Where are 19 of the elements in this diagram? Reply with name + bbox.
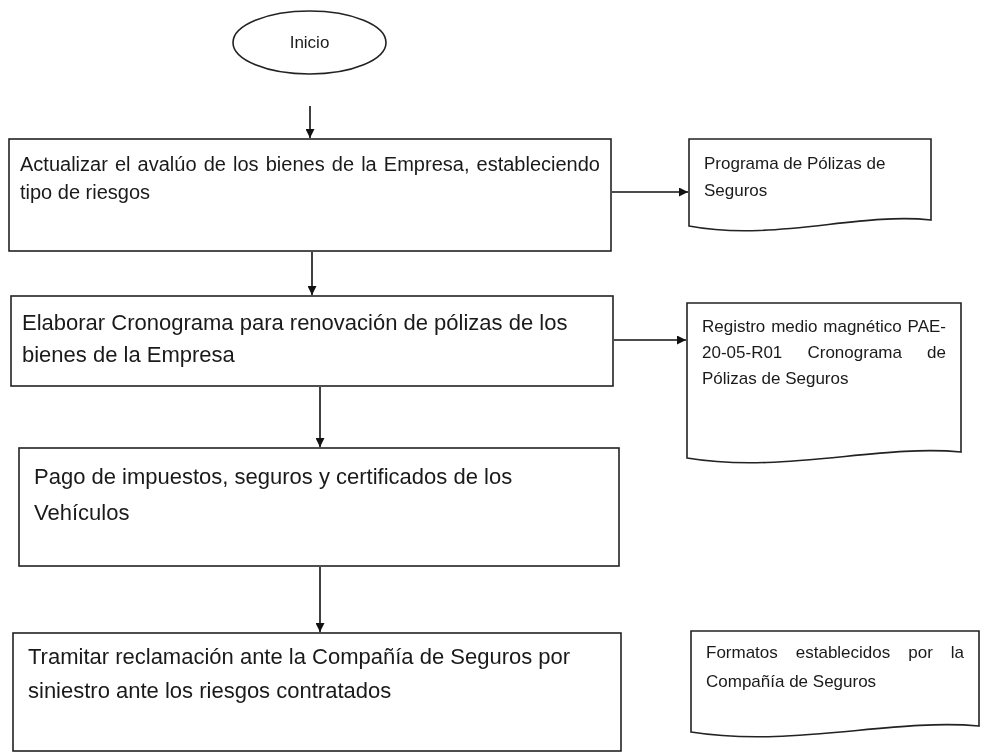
node-text: Tramitar reclamación ante la Compañía de Seguros por siniestro ante los riesgos contratados [28, 643, 572, 705]
arrow [315, 386, 325, 448]
node-text: Pago de impuestos, seguros y certificados de los Vehículos [34, 463, 514, 527]
arrow [307, 251, 317, 296]
arrow [315, 566, 325, 633]
node-text: Formatos establecidos por la Compañía de Seguros [706, 642, 964, 693]
process-box [10, 295, 614, 387]
node-text: Actualizar el avalúo de los bienes de la Empresa, estableciendo tipo de riesgos [20, 152, 600, 205]
process-box [18, 447, 620, 567]
arrow [305, 105, 315, 139]
start-ellipse [232, 10, 387, 75]
arrow [611, 187, 689, 197]
node-text: Registro medio magnético PAE-20-05-R01 Cronograma de Pólizas de Seguros [702, 316, 946, 390]
process-box [8, 138, 612, 252]
node-text: Programa de Pólizas de Seguros [704, 153, 887, 202]
node-text: Elaborar Cronograma para renovación de pólizas de los bienes de la Empresa [22, 309, 569, 369]
process-box [12, 632, 622, 752]
node-text: Inicio [289, 31, 330, 54]
arrow [613, 335, 687, 345]
